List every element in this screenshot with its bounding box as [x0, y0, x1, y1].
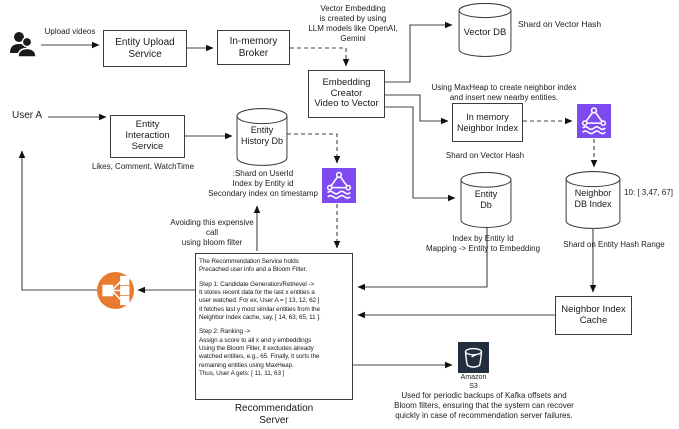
vector-embedding-note: Vector Embedding is created by using LLM…	[308, 4, 398, 43]
shard-on-entity-hash-range-note: Shard on Entity Hash Range	[563, 240, 665, 249]
entity-history-db-label: Entity History Db	[240, 125, 283, 147]
entity-history-db-note: :Shard on UserId Index by Entity id Seco…	[208, 169, 318, 198]
node-entity-history-db: Entity History Db	[236, 108, 288, 166]
node-vector-db: Vector DB	[458, 3, 512, 57]
node-entity-upload-service: Entity Upload Service	[103, 30, 187, 67]
node-entity-db: Entity Db	[460, 172, 512, 228]
node-embedding-creator: Embedding Creator Video to Vector	[308, 70, 385, 118]
user-a-label: User A	[11, 110, 42, 121]
load-balancer-icon	[97, 272, 134, 309]
node-entity-interaction-service: Entity Interaction Service	[110, 115, 185, 158]
node-in-memory-neighbor-index: In memory Neighbor Index	[452, 103, 523, 142]
recommendation-server-step2: Step 2: Ranking -> Assign a score to all…	[199, 328, 320, 377]
kafka-streaming-icon	[322, 168, 356, 203]
s3-bucket-icon	[458, 342, 489, 373]
users-icon	[6, 27, 42, 63]
kafka-streaming-icon	[577, 104, 611, 138]
neighbor-example-value: 10: [ 3,47, 67]	[624, 188, 673, 197]
shard-on-vector-hash-note: Shard on Vector Hash	[518, 19, 602, 29]
entity-db-label: Entity Db	[474, 188, 498, 210]
maxheap-note: Using MaxHeap to create neighbor index a…	[431, 83, 577, 102]
neighbor-db-index-label: Neighbor DB Index	[574, 188, 612, 210]
likes-comment-watchtime-note: Likes, Comment, WatchTime	[91, 162, 195, 171]
recommendation-server-label: Recommendation Server	[234, 403, 314, 426]
amazon-s3-label: Amazon S3	[460, 374, 487, 390]
shard-on-vector-hash-note: Shard on Vector Hash	[445, 151, 525, 160]
vector-db-label: Vector DB	[463, 27, 507, 39]
upload-videos-label: Upload videos	[44, 27, 96, 36]
node-neighbor-index-cache: Neighbor Index Cache	[555, 296, 632, 335]
node-neighbor-db-index: Neighbor DB Index	[565, 171, 621, 229]
recommendation-server-step1: Step 1: Candidate Generation/Retrievel -…	[199, 280, 321, 321]
recommendation-server-intro: The Recommendation Service holds Precach…	[199, 258, 307, 274]
s3-backup-note: Used for periodic backups of Kafka offse…	[394, 391, 574, 420]
entity-db-note: Index by Entity Id Mapping -> Entity to …	[425, 234, 541, 253]
node-in-memory-broker: In-memory Broker	[217, 30, 290, 65]
node-recommendation-server: The Recommendation Service holds Precach…	[195, 253, 353, 400]
bloom-filter-note: Avoiding this expensive call using bloom…	[170, 218, 254, 247]
